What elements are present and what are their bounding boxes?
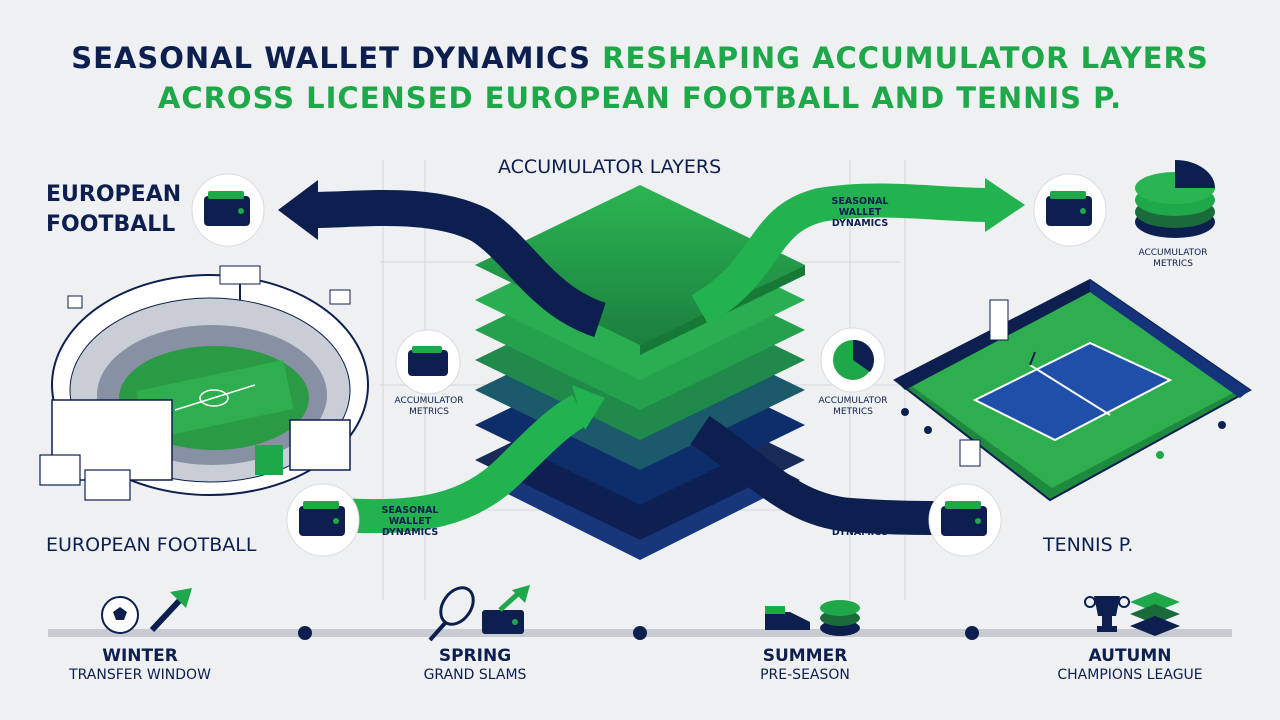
pie-chart-icon [820, 327, 886, 393]
timeline-spring-title: SPRING [438, 646, 512, 666]
timeline-dot [965, 626, 979, 640]
timeline-winter-title: WINTER [102, 646, 178, 666]
stadium-illustration [39, 265, 369, 501]
arrow-top-left-label: SEASONAL WALLET DYNAMICS [386, 196, 444, 229]
title-part2: RESHAPING ACCUMULATOR LAYERS [602, 41, 1209, 75]
football-boot-icon [765, 606, 810, 630]
tennis-court-illustration [893, 278, 1252, 502]
wallet-icon [191, 173, 265, 247]
metric-center-right-label: ACCUMULATOR METRICS [818, 396, 888, 417]
timeline-spring-sub: GRAND SLAMS [423, 667, 527, 683]
arrow-bottom-left [338, 394, 589, 534]
arrow-bottom-right [690, 415, 951, 535]
arrow-top-right-label: SEASONAL WALLET DYNAMICS [831, 196, 889, 229]
metric-top-right-label: ACCUMULATOR METRICS [1138, 248, 1208, 269]
arrow-up-right-icon [149, 588, 192, 633]
center-heading: ACCUMULATOR LAYERS [498, 156, 722, 178]
title-part1: SEASONAL WALLET DYNAMICS [71, 41, 592, 75]
tennis-racket-icon [428, 586, 475, 642]
arrow-bottom-right-label: SEASONAL WALLET DYNAMICS [831, 505, 889, 538]
soccer-ball-icon [101, 596, 139, 634]
arrow-top-left [309, 190, 607, 338]
page-title-line2: ACROSS LICENSED EUROPEAN FOOTBALL AND TE… [157, 81, 1123, 115]
timeline-dot [298, 626, 312, 640]
stacked-layers-icon [1130, 592, 1180, 636]
page-title-line1: SEASONAL WALLET DYNAMICS RESHAPING ACCUM… [0, 38, 1280, 78]
left-top-label: EUROPEAN FOOTBALL [46, 182, 182, 237]
arrow-top-right [691, 183, 991, 325]
arrow-bottom-left-label: SEASONAL WALLET DYNAMICS [381, 505, 439, 538]
right-bottom-label: TENNIS P. [1043, 534, 1134, 556]
pie-chart-icon [820, 600, 860, 636]
stacked-pie-chart-icon [1135, 160, 1215, 238]
trophy-icon [1084, 596, 1130, 632]
timeline-dot [633, 626, 647, 640]
timeline-winter-sub: TRANSFER WINDOW [69, 667, 211, 683]
timeline-summer-sub: PRE-SEASON [760, 667, 850, 683]
wallet-icon [928, 483, 1002, 557]
left-bottom-label: EUROPEAN FOOTBALL [46, 534, 257, 556]
wallet-icon [286, 483, 360, 557]
timeline-summer-title: SUMMER [762, 646, 848, 666]
timeline-autumn-sub: CHAMPIONS LEAGUE [1057, 667, 1203, 683]
timeline-autumn-title: AUTUMN [1088, 646, 1172, 666]
wallet-icon [395, 329, 461, 395]
metric-left-label: ACCUMULATOR METRICS [394, 396, 464, 417]
wallet-icon [482, 585, 530, 634]
wallet-icon [1033, 173, 1107, 247]
